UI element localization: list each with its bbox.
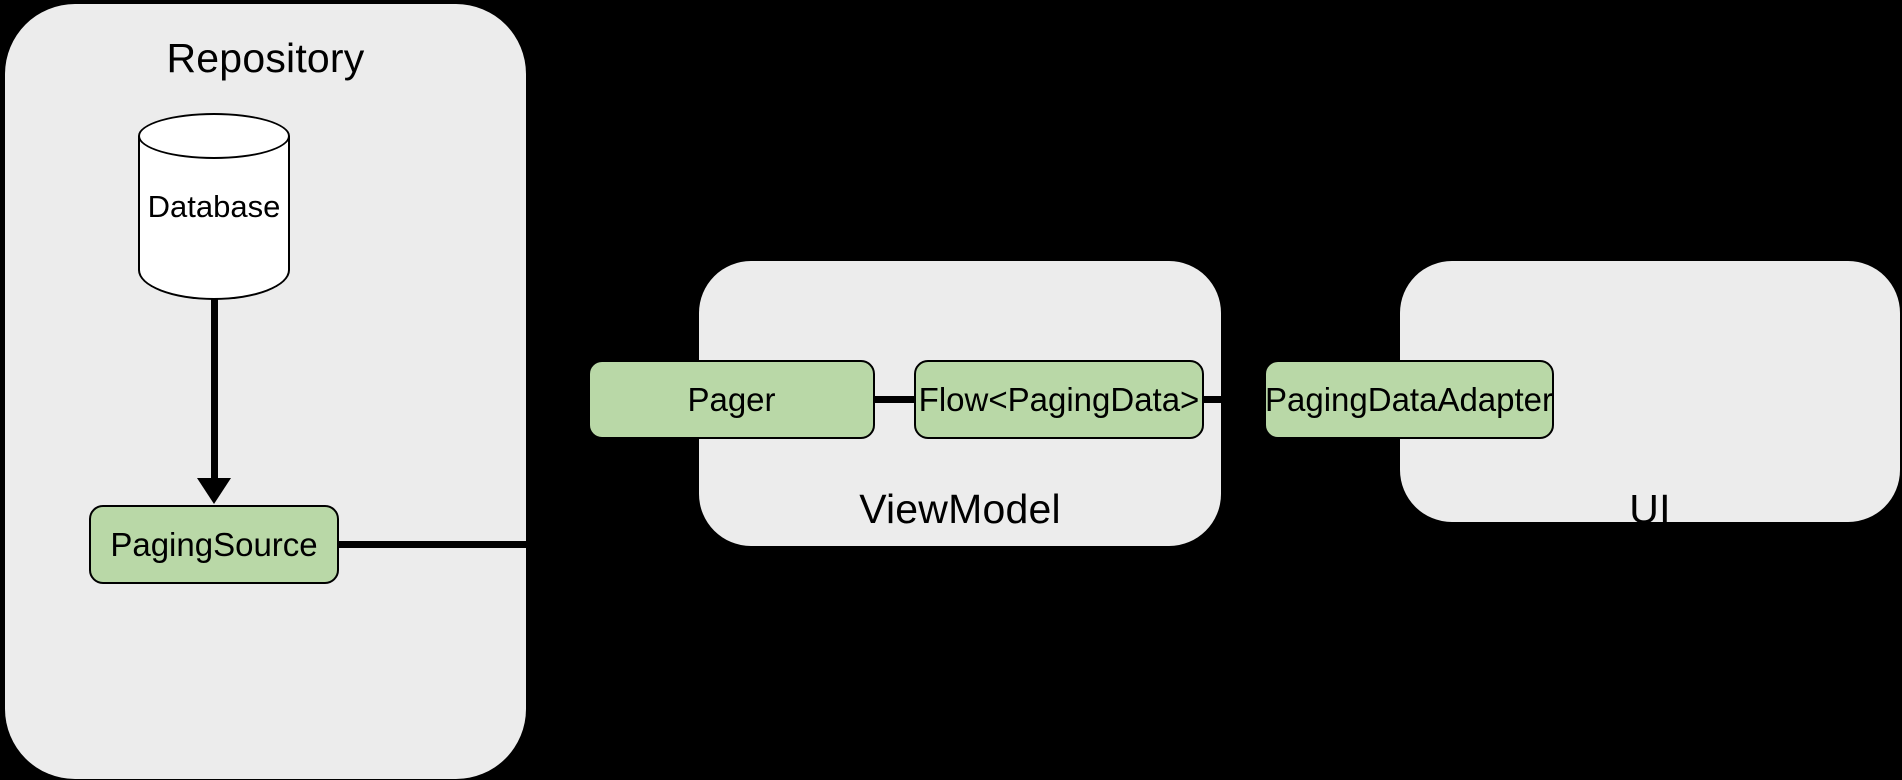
node-pager[interactable]: Pager — [588, 360, 875, 439]
node-pagingdataadapter[interactable]: PagingDataAdapter — [1264, 360, 1554, 439]
group-repository-title: Repository — [166, 35, 365, 81]
node-pagingsource[interactable]: PagingSource — [89, 505, 339, 584]
group-viewmodel-title: ViewModel — [859, 486, 1061, 532]
node-database-label: Database — [147, 189, 281, 224]
connector-pagingsource-to-pager — [337, 541, 584, 548]
connector-database-to-pagingsource — [211, 292, 218, 485]
cylinder-body — [138, 136, 290, 300]
cylinder-top-ellipse — [138, 113, 290, 159]
connector-flow-to-adapter — [1201, 396, 1239, 403]
arrowhead-right-icon — [1236, 382, 1262, 416]
arrowhead-right-icon — [566, 382, 592, 416]
arrowhead-down-icon — [197, 478, 231, 504]
node-flow-pagingdata[interactable]: Flow<PagingData> — [914, 360, 1204, 439]
node-database[interactable]: Database — [138, 113, 290, 300]
connector-pager-to-flow — [872, 396, 918, 403]
group-ui-title: UI — [1629, 486, 1671, 532]
connector-pagingsource-to-pager-riser — [577, 396, 584, 548]
